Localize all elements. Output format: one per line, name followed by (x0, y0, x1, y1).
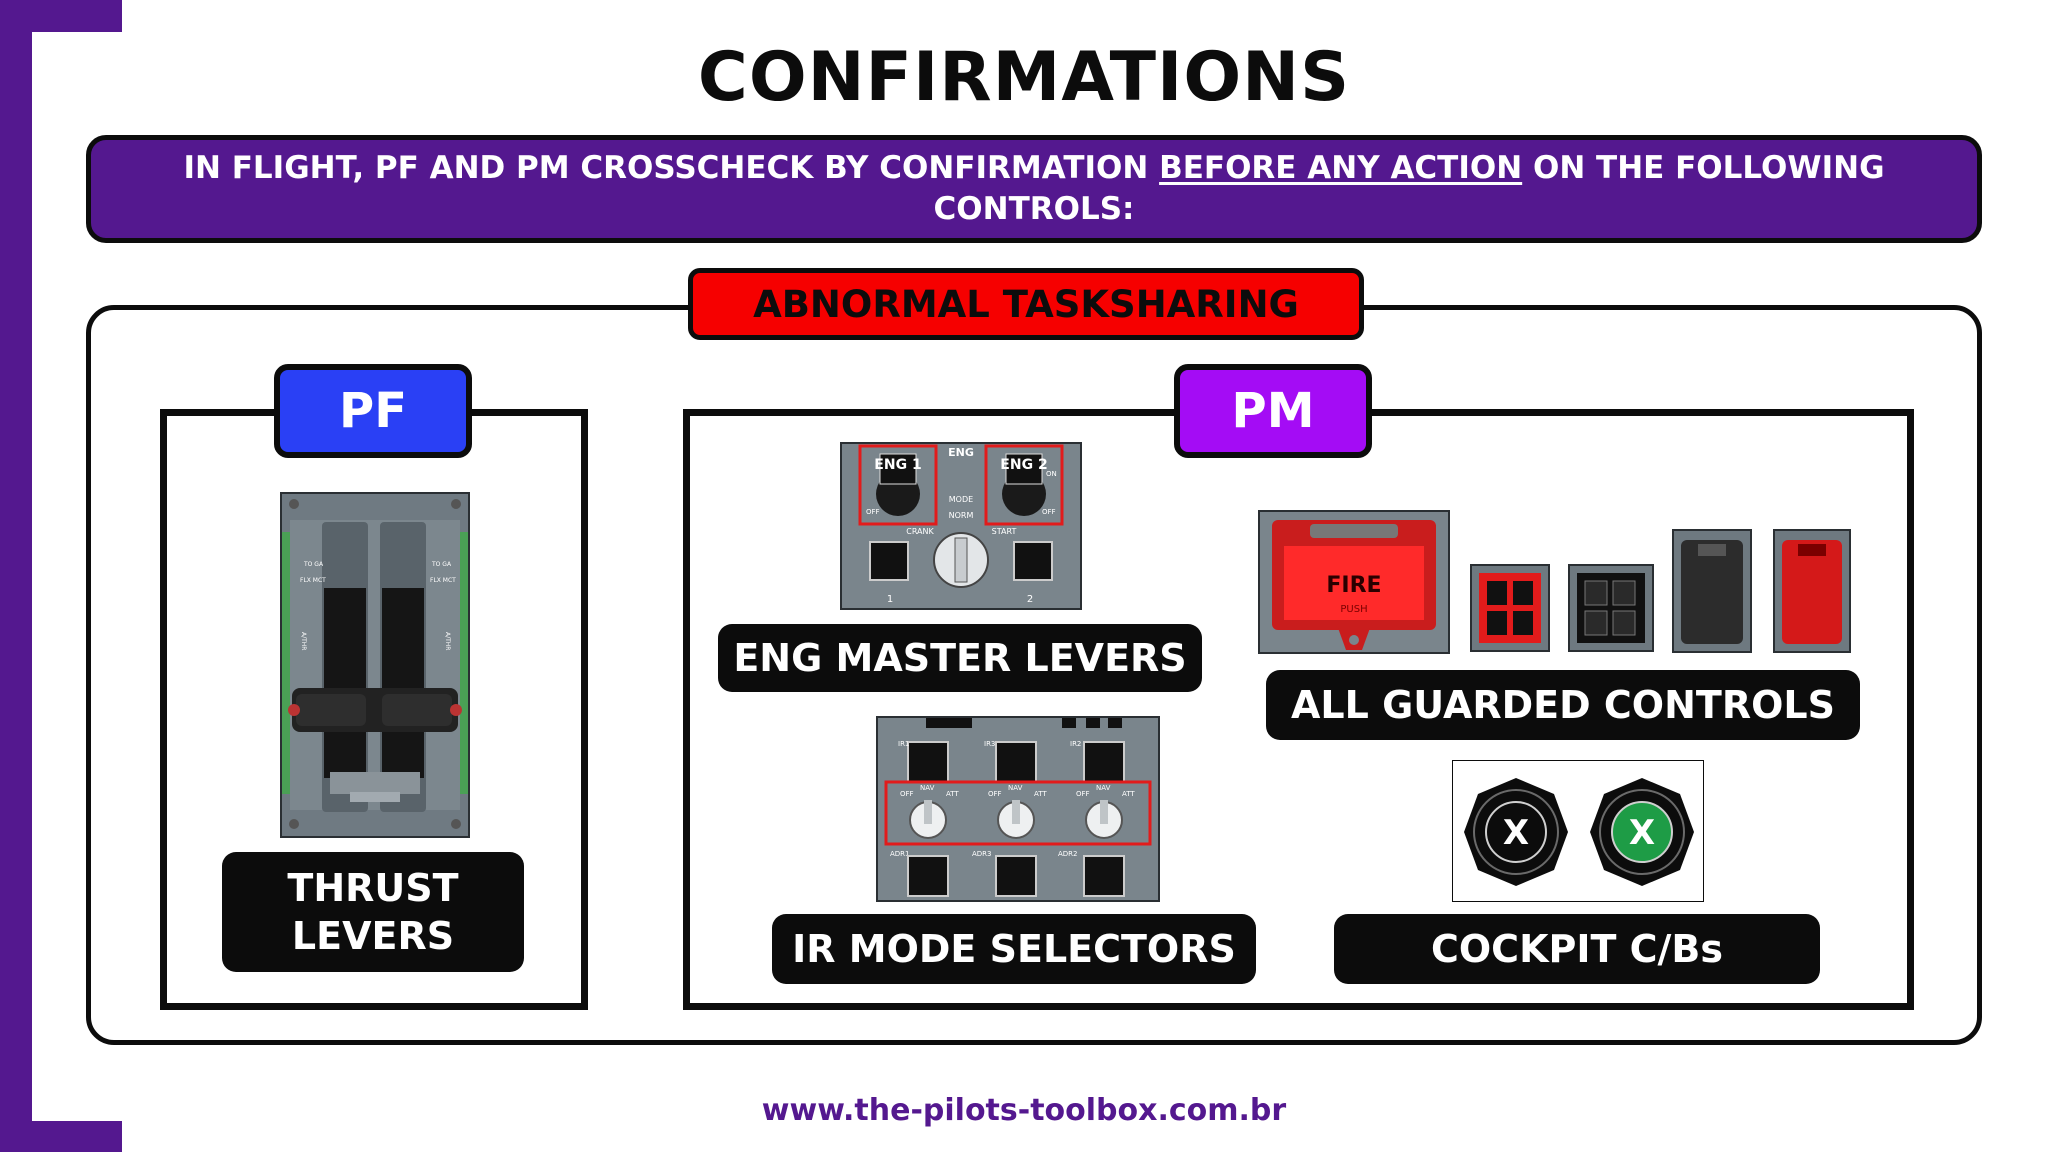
ir1-label: IR1 (898, 740, 909, 748)
eng-num-1: 1 (887, 594, 893, 605)
banner-emphasis: BEFORE ANY ACTION (1159, 150, 1523, 186)
adr1-label: ADR1 (890, 850, 910, 858)
crank-label: CRANK (906, 527, 934, 536)
eng1-off-label: OFF (866, 508, 880, 516)
ir3-nav: NAV (1008, 784, 1023, 792)
eng-master-levers-label: ENG MASTER LEVERS (718, 624, 1202, 692)
eng2-on-label: ON (1046, 470, 1057, 478)
footer-url[interactable]: www.the-pilots-toolbox.com.br (761, 1093, 1287, 1128)
pf-tag: PF (274, 364, 472, 458)
all-guarded-controls-label: ALL GUARDED CONTROLS (1266, 670, 1860, 740)
athr-mark-left: A/THR (300, 632, 307, 650)
eng1-switch-label: ENG 1 (874, 457, 921, 473)
ir2-nav: NAV (1096, 784, 1111, 792)
cb-symbol-normal: X (1503, 813, 1529, 853)
pm-tag: PM (1174, 364, 1372, 458)
ir3-off: OFF (988, 790, 1002, 798)
thrust-levers-image: TO GA TO GA FLX MCT FLX MCT A/THR A/THR (280, 492, 470, 838)
frame-top-tab (0, 0, 122, 32)
eng2-off-label: OFF (1042, 508, 1056, 516)
flx-mark-right: FLX MCT (430, 577, 456, 584)
page-title: CONFIRMATIONS (697, 38, 1351, 117)
banner-text: IN FLIGHT, PF AND PM CROSSCHECK BY CONFI… (183, 150, 1885, 227)
adr2-label: ADR2 (1058, 850, 1078, 858)
thrust-levers-label: THRUST LEVERS (222, 852, 524, 972)
flx-mark-left: FLX MCT (300, 577, 326, 584)
ir1-att: ATT (946, 790, 959, 798)
athr-mark-right: A/THR (444, 632, 451, 650)
ir2-off: OFF (1076, 790, 1090, 798)
mode-label: MODE (949, 495, 973, 504)
ir3-label: IR3 (984, 740, 995, 748)
frame-left-bar (0, 0, 32, 1152)
frame-bottom-tab (0, 1121, 122, 1152)
guarded-controls-image: FIRE PUSH (1258, 510, 1851, 654)
eng-panel-title: ENG (948, 446, 974, 459)
ir-mode-panel-image: IR1 IR3 IR2 OFF NAV ATT OFF NAV ATT OFF … (876, 716, 1160, 902)
cb-symbol-popped: X (1629, 813, 1655, 853)
ir-mode-selectors-label: IR MODE SELECTORS (772, 914, 1256, 984)
fire-button-label: FIRE (1326, 573, 1381, 598)
adr3-label: ADR3 (972, 850, 992, 858)
norm-label: NORM (949, 511, 974, 520)
cb-symbols: X X (1464, 778, 1694, 886)
eng-master-panel-image: ENG 1 ENG 2 ENG OFF OFF ON MODE NORM CRA… (840, 442, 1082, 610)
cockpit-cbs-label: COCKPIT C/Bs (1334, 914, 1820, 984)
instruction-banner: IN FLIGHT, PF AND PM CROSSCHECK BY CONFI… (86, 135, 1982, 243)
eng2-switch-label: ENG 2 (1000, 457, 1047, 473)
ir2-att: ATT (1122, 790, 1135, 798)
ir1-off: OFF (900, 790, 914, 798)
eng-num-2: 2 (1027, 594, 1033, 605)
ir2-label: IR2 (1070, 740, 1081, 748)
abnormal-tasksharing-label: ABNORMAL TASKSHARING (688, 268, 1364, 340)
ir3-att: ATT (1034, 790, 1047, 798)
toga-mark-right: TO GA (431, 561, 452, 568)
fire-push-label: PUSH (1340, 604, 1367, 615)
start-label: START (992, 527, 1017, 536)
toga-mark-left: TO GA (303, 561, 324, 568)
ir1-nav: NAV (920, 784, 935, 792)
